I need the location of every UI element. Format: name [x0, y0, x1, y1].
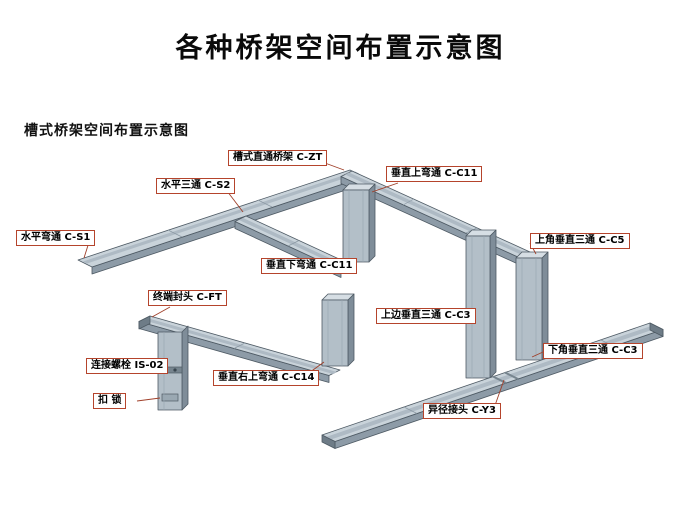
part-label-cc11-up: 垂直上弯通 C-C11	[386, 166, 483, 182]
page-title: 各种桥架空间布置示意图	[175, 33, 506, 64]
part-label-cc5: 上角垂直三通 C-C5	[530, 233, 630, 249]
bolt-icon	[173, 368, 177, 372]
part-label-cc11-down: 垂直下弯通 C-C11	[261, 258, 358, 274]
part-label-cc14: 垂直右上弯通 C-C14	[213, 370, 320, 386]
part-label-cft: 终端封头 C-FT	[148, 290, 227, 306]
part-label-is02: 连接螺栓 IS-02	[86, 358, 169, 374]
part-label-cy3: 异径接头 C-Y3	[423, 403, 501, 419]
part-label-cs2: 水平三通 C-S2	[156, 178, 236, 194]
part-label-cs1: 水平弯通 C-S1	[16, 230, 96, 246]
part-label-lock: 扣 锁	[93, 393, 127, 409]
part-label-czt: 槽式直通桥架 C-ZT	[228, 150, 328, 166]
tray-run-top-left	[77, 169, 365, 275]
vertical-column-upper-side	[465, 229, 497, 379]
vertical-column-left-bolted	[157, 325, 189, 411]
tray-run-lower-left	[138, 315, 341, 383]
section-subtitle: 槽式桥架空间布置示意图	[24, 123, 189, 139]
part-label-cc3-upper-side: 上边垂直三通 C-C3	[376, 308, 476, 324]
vertical-column-center	[342, 183, 376, 263]
lock-clasp	[161, 393, 179, 402]
part-label-cc3-lower-corner: 下角垂直三通 C-C3	[543, 343, 643, 359]
vertical-column-c14	[321, 293, 355, 367]
reducer-joint	[504, 371, 519, 380]
